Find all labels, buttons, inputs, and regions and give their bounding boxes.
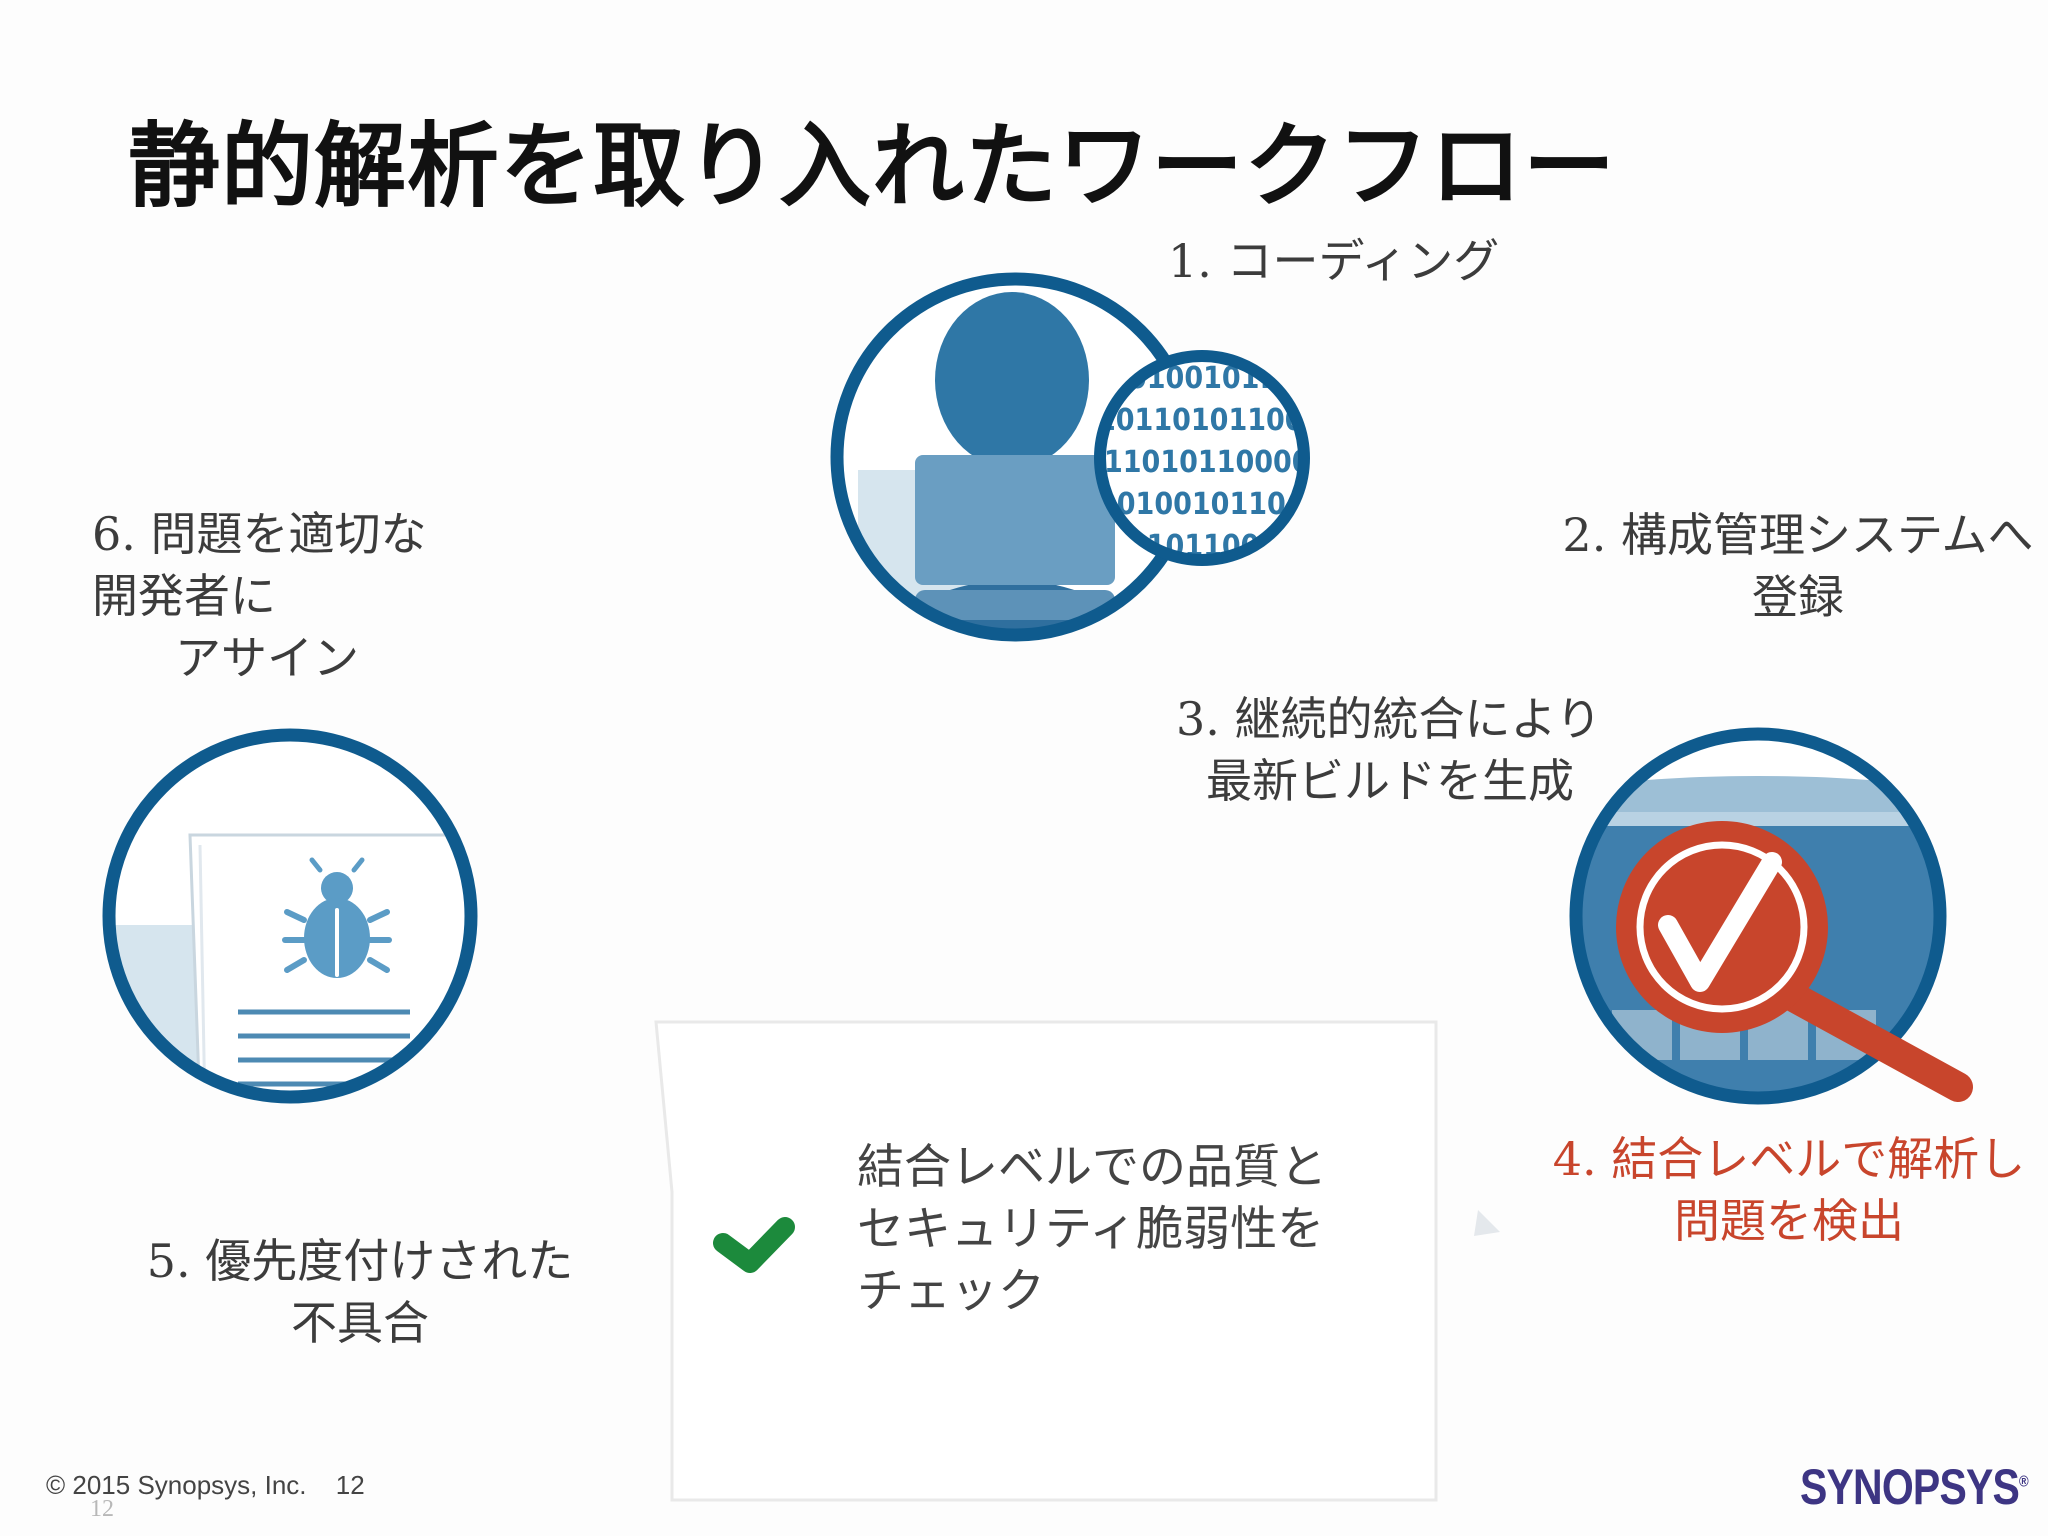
step-text: 問題を検出 <box>1674 1194 1904 1248</box>
check-text-line: セキュリティ脆弱性を <box>857 1202 1325 1257</box>
step-6-label: 6. 問題を適切な 開発者に アサイン <box>92 503 427 689</box>
bug-icon <box>282 857 392 978</box>
logo-registered-mark: ® <box>2019 1473 2029 1491</box>
binary-code-magnifier-icon: 0100101101 10110101100 110101100001 1010… <box>1094 350 1329 566</box>
step-text: アサイン <box>175 631 359 685</box>
arrow-left-icon <box>1474 1210 1500 1236</box>
step-number: 5. <box>146 1234 191 1288</box>
page-number: 12 <box>335 1470 365 1500</box>
step-text: 問題を適切な <box>150 507 427 561</box>
step-number: 2. <box>1562 508 1607 562</box>
step-3-label: 3. 継続的統合により 最新ビルドを生成 <box>1176 688 1602 812</box>
step-text: 継続的統合により <box>1234 692 1602 746</box>
binary-row: 1010010110 <box>1098 487 1286 522</box>
step-text: コーディング <box>1226 234 1500 288</box>
step-text: 登録 <box>1752 570 1844 624</box>
check-description: 結合レベルでの品質と セキュリティ脆弱性を チェック <box>857 1137 1327 1323</box>
page-number-ghost: 12 <box>90 1496 114 1522</box>
step-2-label: 2. 構成管理システムへ 登録 <box>1548 504 2048 628</box>
step-text: 最新ビルドを生成 <box>1206 754 1574 808</box>
copyright-text: © 2015 Synopsys, Inc. <box>46 1470 307 1500</box>
step-text: 優先度付けされた <box>205 1234 574 1288</box>
step-4-label: 4. 結合レベルで解析し 問題を検出 <box>1530 1128 2048 1252</box>
step-number: 1. <box>1168 234 1212 288</box>
synopsys-logo: SYNOPSYS® <box>1800 1458 2029 1516</box>
logo-text: SYNOPSYS <box>1800 1459 2020 1515</box>
step-5-label: 5. 優先度付けされた 不具合 <box>130 1230 590 1354</box>
coder-icon <box>830 272 1200 642</box>
step-1-label: 1. コーディング <box>1168 230 1499 292</box>
step-number: 3. <box>1176 692 1220 746</box>
step-text: 結合レベルで解析し <box>1611 1132 2026 1186</box>
binary-row: 10110101100 <box>1097 403 1304 438</box>
bug-report-icon <box>102 728 478 1104</box>
step-number: 6. <box>92 507 136 561</box>
slide-title: 静的解析を取り入れたワークフロー <box>128 113 1617 220</box>
step-text: 不具合 <box>291 1296 429 1350</box>
step-text: 構成管理システムへ <box>1620 508 2034 562</box>
flow-panel <box>654 1020 1438 1502</box>
check-icon <box>713 1217 795 1273</box>
check-text-line: チェック <box>857 1264 1045 1319</box>
red-magnifier-check-icon <box>1616 821 1973 1102</box>
step-text: 開発者に <box>92 569 276 623</box>
footer: © 2015 Synopsys, Inc. 12 <box>46 1470 365 1501</box>
check-text-line: 結合レベルでの品質と <box>857 1140 1327 1195</box>
binary-row: 110101100001 <box>1104 445 1329 480</box>
step-number: 4. <box>1552 1132 1597 1186</box>
